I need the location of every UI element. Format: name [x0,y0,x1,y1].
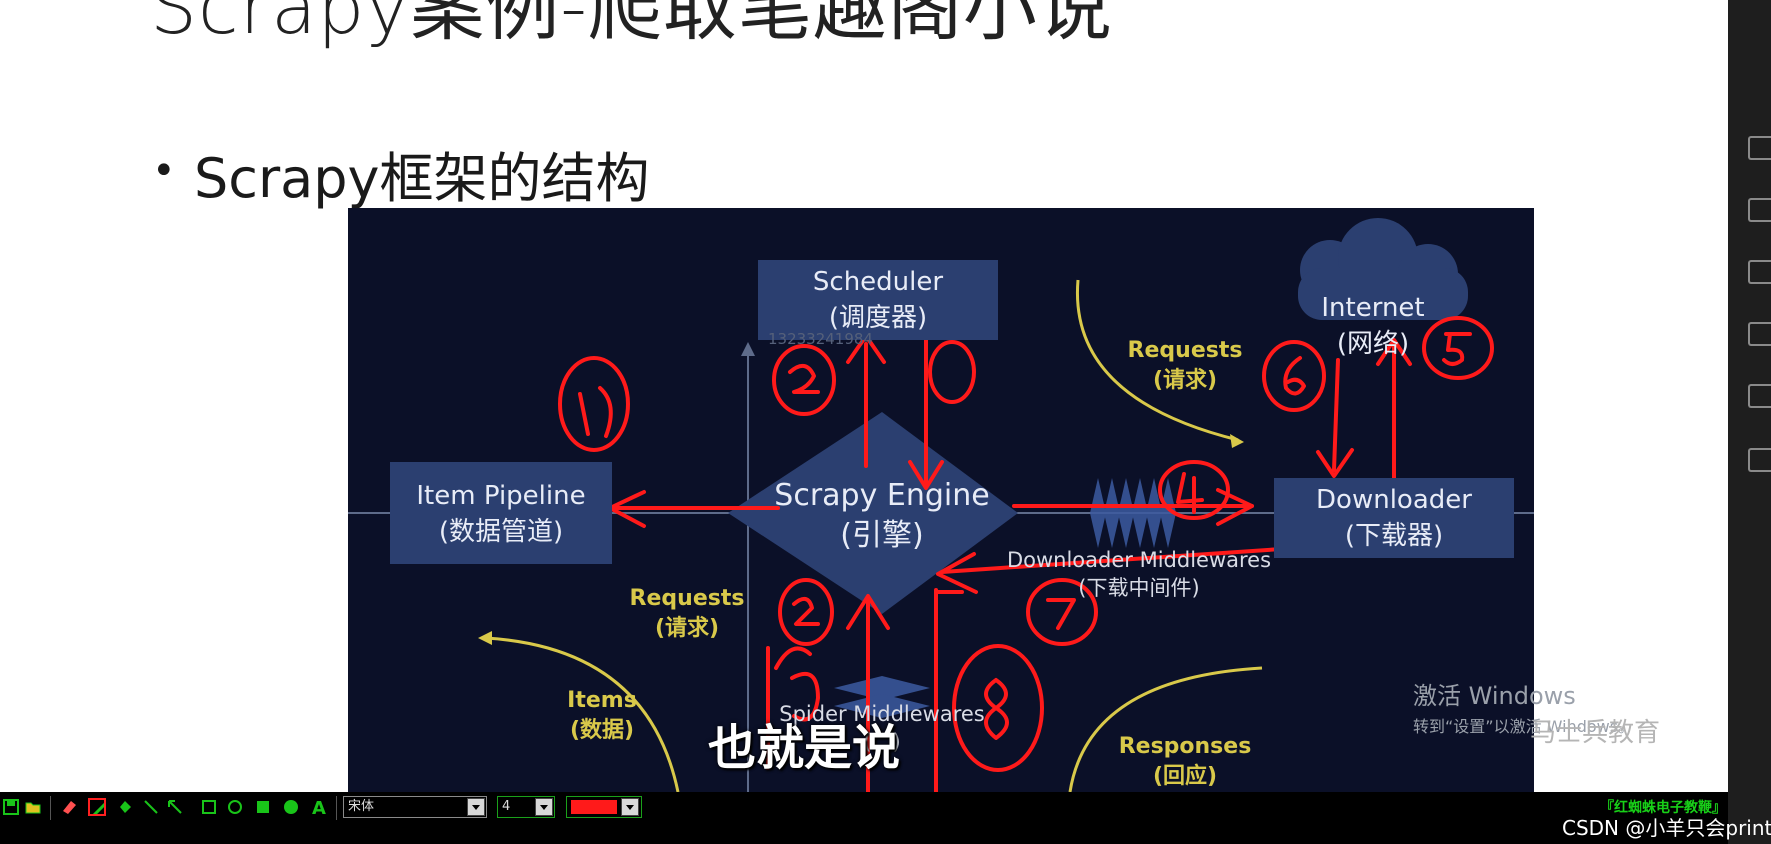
annotation-toolbar [0,792,1728,844]
engine-diamond [728,412,1018,614]
slide-title: Scrapy案例-爬取笔趣阁小说 [150,0,1113,51]
downloader-middlewares-label: Downloader Middlewares (下载中间件) [1004,546,1274,602]
responses-en: Responses [1118,734,1252,759]
requests-left-en: Requests [629,586,745,611]
internet-label-en: Internet [1321,293,1425,323]
scheduler-label-zh: (调度器) [828,303,928,333]
activate-line1: 激活 Windows [1413,682,1576,710]
bullet-text: Scrapy框架的结构 [194,147,650,210]
spider-mw-label-zh: (…) [863,730,901,754]
item-pipeline-box: Item Pipeline (数据管道) [390,462,612,564]
rectangle-icon[interactable] [200,798,218,816]
spider-middlewares-label: Spider Middlewares (…) [772,700,992,756]
engine-label: Scrapy Engine (引擎) [764,476,1000,556]
item-pipeline-label-en: Item Pipeline [416,481,586,511]
downloader-mw-label-en: Downloader Middlewares [1006,548,1272,572]
slide: Scrapy案例-爬取笔趣阁小说 • Scrapy框架的结构 [150,0,1661,792]
requests-top-zh: (请求) [1152,368,1218,393]
internet-label: Internet (网络) [1308,290,1438,362]
filled-rectangle-icon[interactable] [254,798,272,816]
text-icon[interactable]: A [310,798,328,816]
scheduler-box: Scheduler (调度器) [758,260,998,340]
toolbar-separator [50,796,51,820]
requests-left-zh: (请求) [654,616,720,641]
font-select[interactable]: 宋体 [343,796,487,818]
toolbar-separator [336,796,337,820]
edit-icon[interactable] [1748,322,1771,346]
diagram-lines [348,218,1534,792]
activate-line2: 转到“设置”以激活 Windows。 [1413,717,1635,736]
arrow-icon[interactable] [166,798,184,816]
list-icon[interactable] [1748,198,1771,222]
chevron-down-icon[interactable] [467,798,485,816]
scheduler-label-en: Scheduler [812,267,944,297]
downloader-mw-label-zh: (下载中间件) [1078,576,1200,600]
engine-label-zh: (引擎) [840,518,924,553]
bullet-marker: • [152,148,176,194]
csdn-credit: CSDN @小羊只会print [1562,816,1771,840]
requests-left-label: Requests (请求) [622,584,752,644]
items-label: Items (数据) [552,686,652,746]
chevron-down-icon[interactable] [621,798,639,816]
downloader-label-zh: (下载器) [1344,521,1444,551]
logo-watermark: 马士兵教育 [1530,718,1661,748]
pen-icon[interactable] [88,798,106,816]
cloud-icon [1298,218,1468,320]
send-icon[interactable] [1748,260,1771,284]
activate-windows-watermark: 激活 Windows 转到“设置”以激活 Windows。 [1413,676,1634,737]
responses-zh: (回应) [1152,764,1218,789]
scrapy-architecture-diagram: Scheduler (调度器) 13233241984 Internet (网络… [348,208,1534,792]
right-side-panel [1728,0,1771,844]
requests-top-en: Requests [1127,338,1243,363]
open-icon[interactable] [24,798,42,816]
save-icon[interactable] [2,798,20,816]
ellipse-icon[interactable] [226,798,244,816]
item-pipeline-label-zh: (数据管道) [438,517,564,547]
video-subtitle: 也就是说 [708,720,901,776]
responses-label: Responses (回应) [1110,732,1260,792]
chevron-down-icon[interactable] [535,798,553,816]
spider-mw-label-en: Spider Middlewares [779,702,985,726]
inbox-icon[interactable] [1748,384,1771,408]
downloader-label-en: Downloader [1316,485,1472,515]
requests-top-label: Requests (请求) [1120,336,1250,396]
items-zh: (数据) [569,718,635,743]
pen-color-swatch [571,800,617,814]
download-icon[interactable] [1748,448,1771,472]
internet-label-zh: (网络) [1336,329,1410,359]
downloader-box: Downloader (下载器) [1274,478,1514,558]
svg-text:A: A [312,798,326,816]
eraser-icon[interactable] [60,798,78,816]
fill-icon[interactable] [116,798,134,816]
toolbar-brand: 『红蜘蛛电子教鞭』 [1600,800,1726,816]
engine-label-en: Scrapy Engine [774,478,990,513]
line-icon[interactable] [142,798,160,816]
document-icon[interactable] [1748,136,1771,160]
items-en: Items [567,688,637,713]
overlay-number: 13233241984 [768,330,873,348]
filled-ellipse-icon[interactable] [282,798,300,816]
